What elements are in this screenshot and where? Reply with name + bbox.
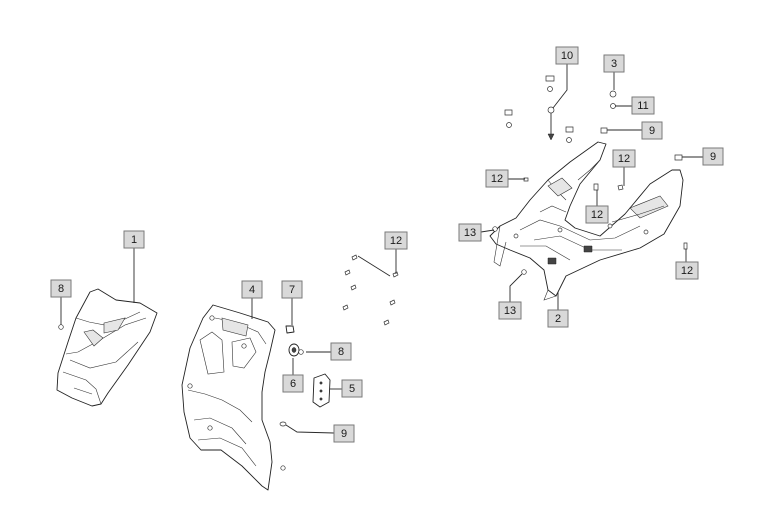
callout-8-left: 8 — [50, 279, 72, 298]
fastener-8-near-4 — [298, 349, 304, 355]
callout-6: 6 — [282, 374, 304, 393]
callout-9-right: 9 — [702, 147, 724, 166]
callout-7-text: 7 — [289, 284, 295, 296]
fastener-8-near-1 — [58, 324, 64, 330]
callout-5: 5 — [341, 379, 363, 398]
callout-13-left-text: 13 — [464, 227, 476, 239]
callout-13-bottom: 13 — [498, 301, 522, 320]
callout-9-center-text: 9 — [341, 428, 347, 440]
fastener-9-near-4 — [279, 421, 287, 427]
part-clip-7 — [285, 325, 295, 334]
callout-5-text: 5 — [349, 383, 355, 395]
part-plate — [312, 373, 331, 408]
callout-12-center: 12 — [384, 231, 408, 250]
callout-4-text: 4 — [249, 284, 255, 296]
callout-12-upper: 12 — [612, 149, 636, 168]
callout-10-text: 10 — [561, 50, 573, 62]
callout-12-mid-text: 12 — [591, 209, 603, 221]
callout-12-mid: 12 — [585, 205, 609, 224]
callout-3-text: 3 — [611, 58, 617, 70]
callout-8-left-text: 8 — [58, 283, 64, 295]
callout-11: 11 — [631, 96, 655, 115]
callout-3: 3 — [603, 54, 625, 73]
callout-1-text: 1 — [131, 234, 137, 246]
callout-2-text: 2 — [555, 313, 561, 325]
callout-11-text: 11 — [637, 100, 648, 112]
screw-group-center — [342, 254, 399, 326]
callout-7: 7 — [281, 280, 303, 299]
leader-lines — [60, 64, 703, 434]
callout-12-right-text: 12 — [681, 265, 693, 277]
callout-12-left-text: 12 — [491, 173, 503, 185]
callout-9-right-text: 9 — [710, 151, 716, 163]
part-grommet-6 — [288, 343, 300, 357]
callout-13-bottom-text: 13 — [504, 305, 516, 317]
callout-12-right: 12 — [675, 261, 699, 280]
callout-10: 10 — [555, 46, 579, 65]
callout-6-text: 6 — [290, 378, 296, 390]
callout-8-center: 8 — [330, 342, 352, 361]
callout-13-left: 13 — [458, 223, 482, 242]
part-front-shield — [56, 288, 158, 407]
callout-9-top-text: 9 — [649, 125, 655, 137]
part-floor-panel — [489, 141, 684, 301]
callout-12-center-text: 12 — [390, 235, 402, 247]
callout-8-center-text: 8 — [338, 346, 344, 358]
callout-9-center: 9 — [333, 424, 355, 443]
callout-12-left: 12 — [485, 169, 509, 188]
callout-9-top: 9 — [641, 121, 663, 140]
part-inner-leg-shield — [181, 304, 286, 491]
callout-4: 4 — [241, 280, 263, 299]
callout-2: 2 — [547, 309, 569, 328]
callout-1: 1 — [123, 230, 145, 249]
callout-12-upper-text: 12 — [618, 153, 630, 165]
